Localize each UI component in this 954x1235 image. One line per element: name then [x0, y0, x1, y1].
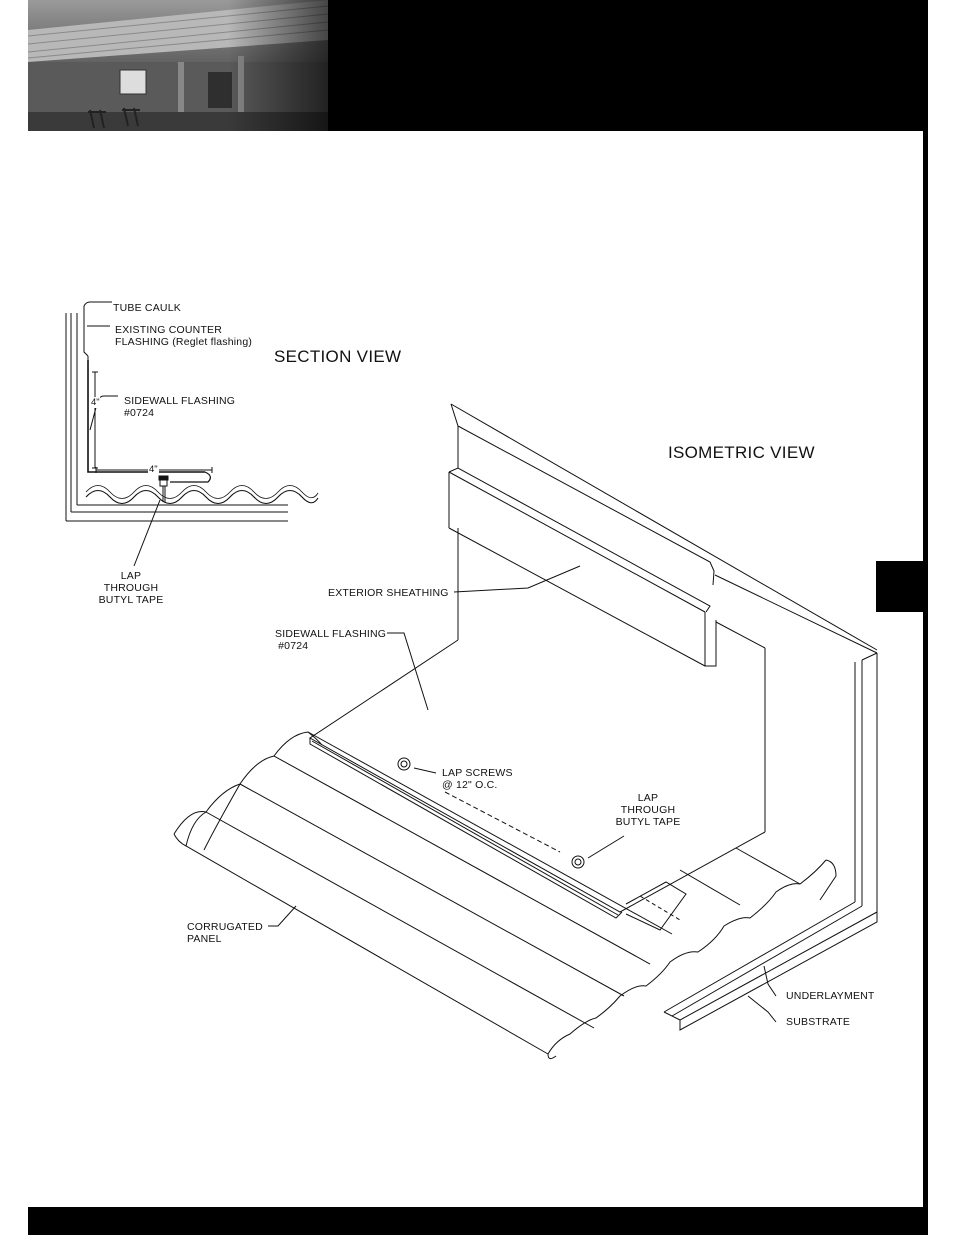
- label-iso-lap-butyl-tape: LAP THROUGH BUTYL TAPE: [612, 792, 684, 828]
- label-exterior-sheathing: EXTERIOR SHEATHING: [328, 587, 449, 599]
- section-view-title: SECTION VIEW: [274, 347, 401, 367]
- label-existing-counter-flashing: EXISTING COUNTER FLASHING (Reglet flashi…: [115, 324, 252, 348]
- label-section-sidewall-flashing: SIDEWALL FLASHING #0724: [124, 395, 235, 419]
- label-underlayment: UNDERLAYMENT: [786, 990, 875, 1002]
- label-lap-screws: LAP SCREWS @ 12" O.C.: [442, 767, 513, 791]
- label-section-lap-butyl-tape: LAP THROUGH BUTYL TAPE: [96, 570, 166, 606]
- isometric-view-title: ISOMETRIC VIEW: [668, 443, 815, 463]
- isometric-view-drawing: [174, 404, 877, 1059]
- dimension-vertical: 4": [91, 397, 100, 408]
- label-corrugated-panel: CORRUGATED PANEL: [187, 921, 263, 945]
- label-iso-sidewall-flashing: SIDEWALL FLASHING #0724: [275, 628, 386, 652]
- dimension-horizontal: 4": [148, 464, 159, 475]
- label-tube-caulk: TUBE CAULK: [113, 302, 181, 314]
- label-substrate: SUBSTRATE: [786, 1016, 850, 1028]
